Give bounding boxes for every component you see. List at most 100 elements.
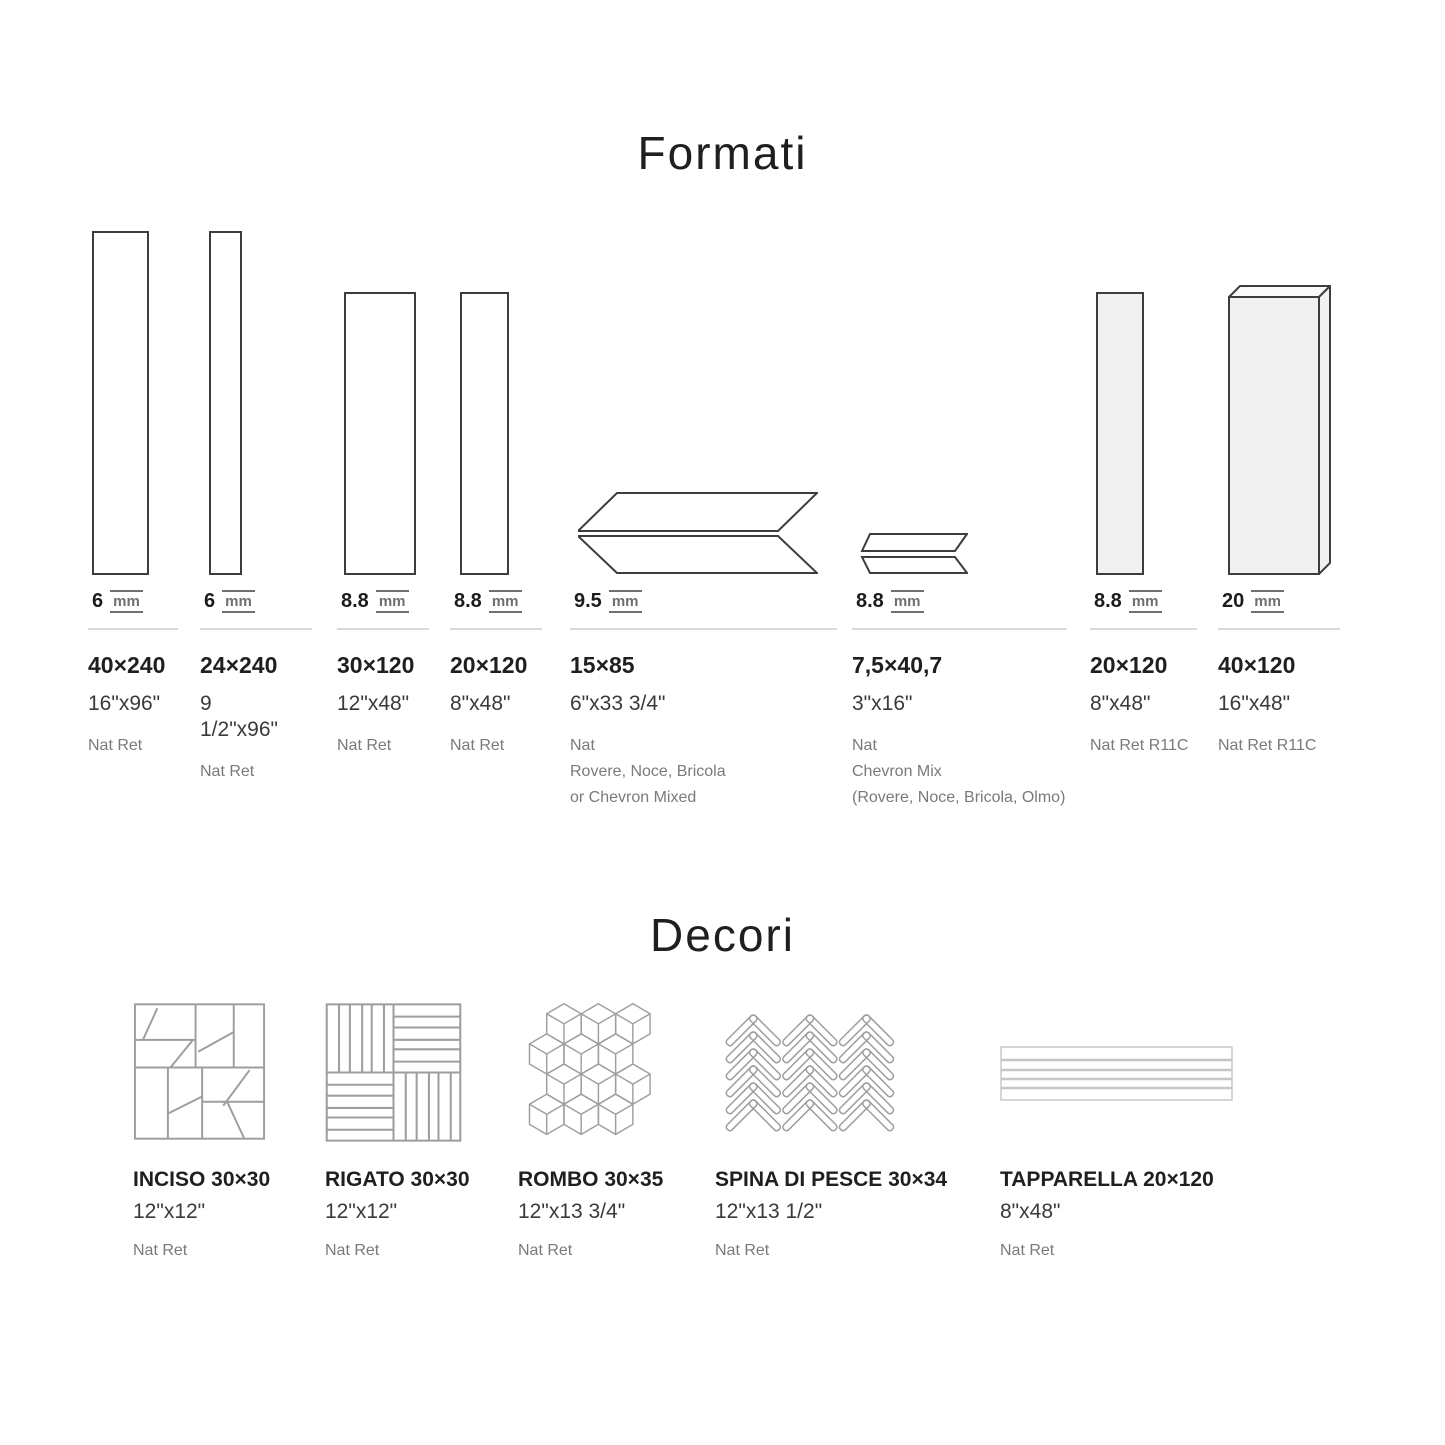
inciso-pattern-icon bbox=[133, 1003, 266, 1140]
tile-outline-icon bbox=[460, 292, 509, 575]
decoro-finish: Nat Ret bbox=[518, 1242, 573, 1259]
spina-di-pesce-pattern-icon bbox=[724, 1012, 896, 1133]
decoro-finish: Nat Ret bbox=[1000, 1242, 1055, 1259]
finish-label: Nat Ret bbox=[200, 763, 255, 780]
tile-shape-zone bbox=[200, 230, 312, 575]
thickness-label: 8.8 mm bbox=[450, 588, 542, 614]
tile-outline-icon bbox=[344, 292, 416, 575]
thickness-value: 8.8 bbox=[454, 589, 482, 612]
decoro-inches: 12"x13 3/4" bbox=[518, 1200, 626, 1223]
rombo-pattern-icon bbox=[528, 1002, 651, 1136]
tile-shape-zone bbox=[852, 230, 1067, 575]
thickness-label: 9.5 mm bbox=[570, 588, 837, 614]
size-cm: 40×240 bbox=[88, 652, 166, 678]
decoro-finish: Nat Ret bbox=[715, 1242, 770, 1259]
column-divider bbox=[200, 628, 312, 630]
pattern-zone bbox=[518, 1002, 708, 1168]
mm-unit-icon: mm bbox=[890, 589, 924, 613]
thickness-label: 8.8 mm bbox=[337, 588, 429, 614]
thickness-label: 8.8 mm bbox=[1090, 588, 1197, 614]
pattern-zone bbox=[133, 1003, 323, 1168]
mm-unit-icon: mm bbox=[1251, 589, 1284, 613]
size-inches: 3"x16" bbox=[852, 692, 913, 715]
mm-unit-icon: mm bbox=[222, 589, 255, 613]
mm-unit-icon: mm bbox=[1128, 589, 1162, 613]
thickness-label: 6 mm bbox=[88, 588, 178, 614]
size-inches: 6"x33 3/4" bbox=[570, 692, 666, 715]
size-inches: 9 1/2"x96" bbox=[200, 692, 278, 741]
decoro-name: ROMBO 30×35 bbox=[518, 1168, 664, 1191]
decoro-name: SPINA DI PESCE 30×34 bbox=[715, 1168, 948, 1191]
decoro-finish: Nat Ret bbox=[133, 1242, 188, 1259]
finish-label: Nat Ret R11C bbox=[1218, 737, 1317, 754]
finish-label: Nat Ret bbox=[337, 737, 392, 754]
size-cm: 15×85 bbox=[570, 652, 635, 678]
decoro-inches: 12"x12" bbox=[325, 1200, 398, 1223]
mm-unit-icon: mm bbox=[110, 589, 143, 613]
column-divider bbox=[1090, 628, 1197, 630]
decoro-name: TAPPARELLA 20×120 bbox=[1000, 1168, 1214, 1191]
thick-tile-3d-icon bbox=[1228, 285, 1331, 575]
thickness-value: 6 bbox=[204, 589, 216, 612]
format-column-20x120-r11c: 8.8 mm 20×120 8"x48" Nat Ret R11C bbox=[1090, 230, 1197, 759]
format-column-24x240: 6 mm 24×240 9 1/2"x96" Nat Ret bbox=[200, 230, 312, 785]
tile-shape-zone bbox=[88, 230, 178, 575]
tile-shape-zone bbox=[450, 230, 542, 575]
format-column-30x120: 8.8 mm 30×120 12"x48" Nat Ret bbox=[337, 230, 429, 759]
tile-outline-icon bbox=[92, 231, 149, 575]
column-divider bbox=[337, 628, 429, 630]
size-inches: 8"x48" bbox=[450, 692, 511, 715]
decoro-inches: 8"x48" bbox=[1000, 1200, 1061, 1223]
format-column-15x85: 9.5 mm 15×85 6"x33 3/4" Nat Rovere, Noce… bbox=[570, 230, 837, 811]
finish-label: Nat Ret bbox=[450, 737, 505, 754]
size-cm: 40×120 bbox=[1218, 652, 1296, 678]
column-divider bbox=[570, 628, 837, 630]
rigato-pattern-icon bbox=[325, 1003, 462, 1142]
finish-label: Nat Ret bbox=[88, 737, 143, 754]
finish-label: Nat Chevron Mix (Rovere, Noce, Bricola, … bbox=[852, 737, 1066, 806]
thickness-label: 6 mm bbox=[200, 588, 312, 614]
thickness-value: 9.5 bbox=[574, 589, 602, 612]
decoro-inches: 12"x12" bbox=[133, 1200, 206, 1223]
tile-shape-zone bbox=[1090, 230, 1197, 575]
finish-label: Nat Ret R11C bbox=[1090, 737, 1189, 754]
pattern-zone bbox=[715, 1003, 965, 1168]
size-inches: 12"x48" bbox=[337, 692, 410, 715]
pattern-zone bbox=[325, 1003, 515, 1168]
thickness-label: 8.8 mm bbox=[852, 588, 1067, 614]
thickness-value: 8.8 bbox=[856, 589, 884, 612]
decoro-column-inciso: INCISO 30×30 12"x12" Nat Ret bbox=[133, 1003, 323, 1260]
thickness-value: 8.8 bbox=[341, 589, 369, 612]
format-column-40x120: 20 mm 40×120 16"x48" Nat Ret R11C bbox=[1218, 230, 1340, 759]
pattern-zone bbox=[1000, 1003, 1240, 1168]
column-divider bbox=[1218, 628, 1340, 630]
tile-outline-icon bbox=[209, 231, 242, 575]
thickness-value: 8.8 bbox=[1094, 589, 1122, 612]
mm-unit-icon: mm bbox=[608, 589, 642, 613]
decoro-column-tapparella: TAPPARELLA 20×120 8"x48" Nat Ret bbox=[1000, 1003, 1240, 1260]
thickness-value: 20 bbox=[1222, 589, 1245, 612]
tapparella-pattern-icon bbox=[1000, 1046, 1233, 1101]
decoro-name: INCISO 30×30 bbox=[133, 1168, 271, 1191]
size-inches: 8"x48" bbox=[1090, 692, 1151, 715]
tile-shape-zone bbox=[337, 230, 429, 575]
column-divider bbox=[88, 628, 178, 630]
chevron-pair-icon bbox=[578, 492, 818, 574]
decoro-inches: 12"x13 1/2" bbox=[715, 1200, 823, 1223]
tile-shape-zone bbox=[1218, 230, 1340, 575]
mm-unit-icon: mm bbox=[375, 589, 409, 613]
thickness-label: 20 mm bbox=[1218, 588, 1340, 614]
small-chevron-pair-icon bbox=[860, 533, 968, 574]
formati-section-title: Formati bbox=[637, 127, 808, 179]
size-inches: 16"x48" bbox=[1218, 692, 1291, 715]
column-divider bbox=[852, 628, 1067, 630]
decoro-name: RIGATO 30×30 bbox=[325, 1168, 470, 1191]
size-cm: 20×120 bbox=[450, 652, 528, 678]
size-cm: 7,5×40,7 bbox=[852, 652, 943, 678]
size-cm: 20×120 bbox=[1090, 652, 1168, 678]
decoro-column-rombo: ROMBO 30×35 12"x13 3/4" Nat Ret bbox=[518, 1002, 708, 1260]
tile-shape-zone bbox=[570, 230, 837, 575]
mm-unit-icon: mm bbox=[488, 589, 522, 613]
format-column-40x240: 6 mm 40×240 16"x96" Nat Ret bbox=[88, 230, 178, 759]
